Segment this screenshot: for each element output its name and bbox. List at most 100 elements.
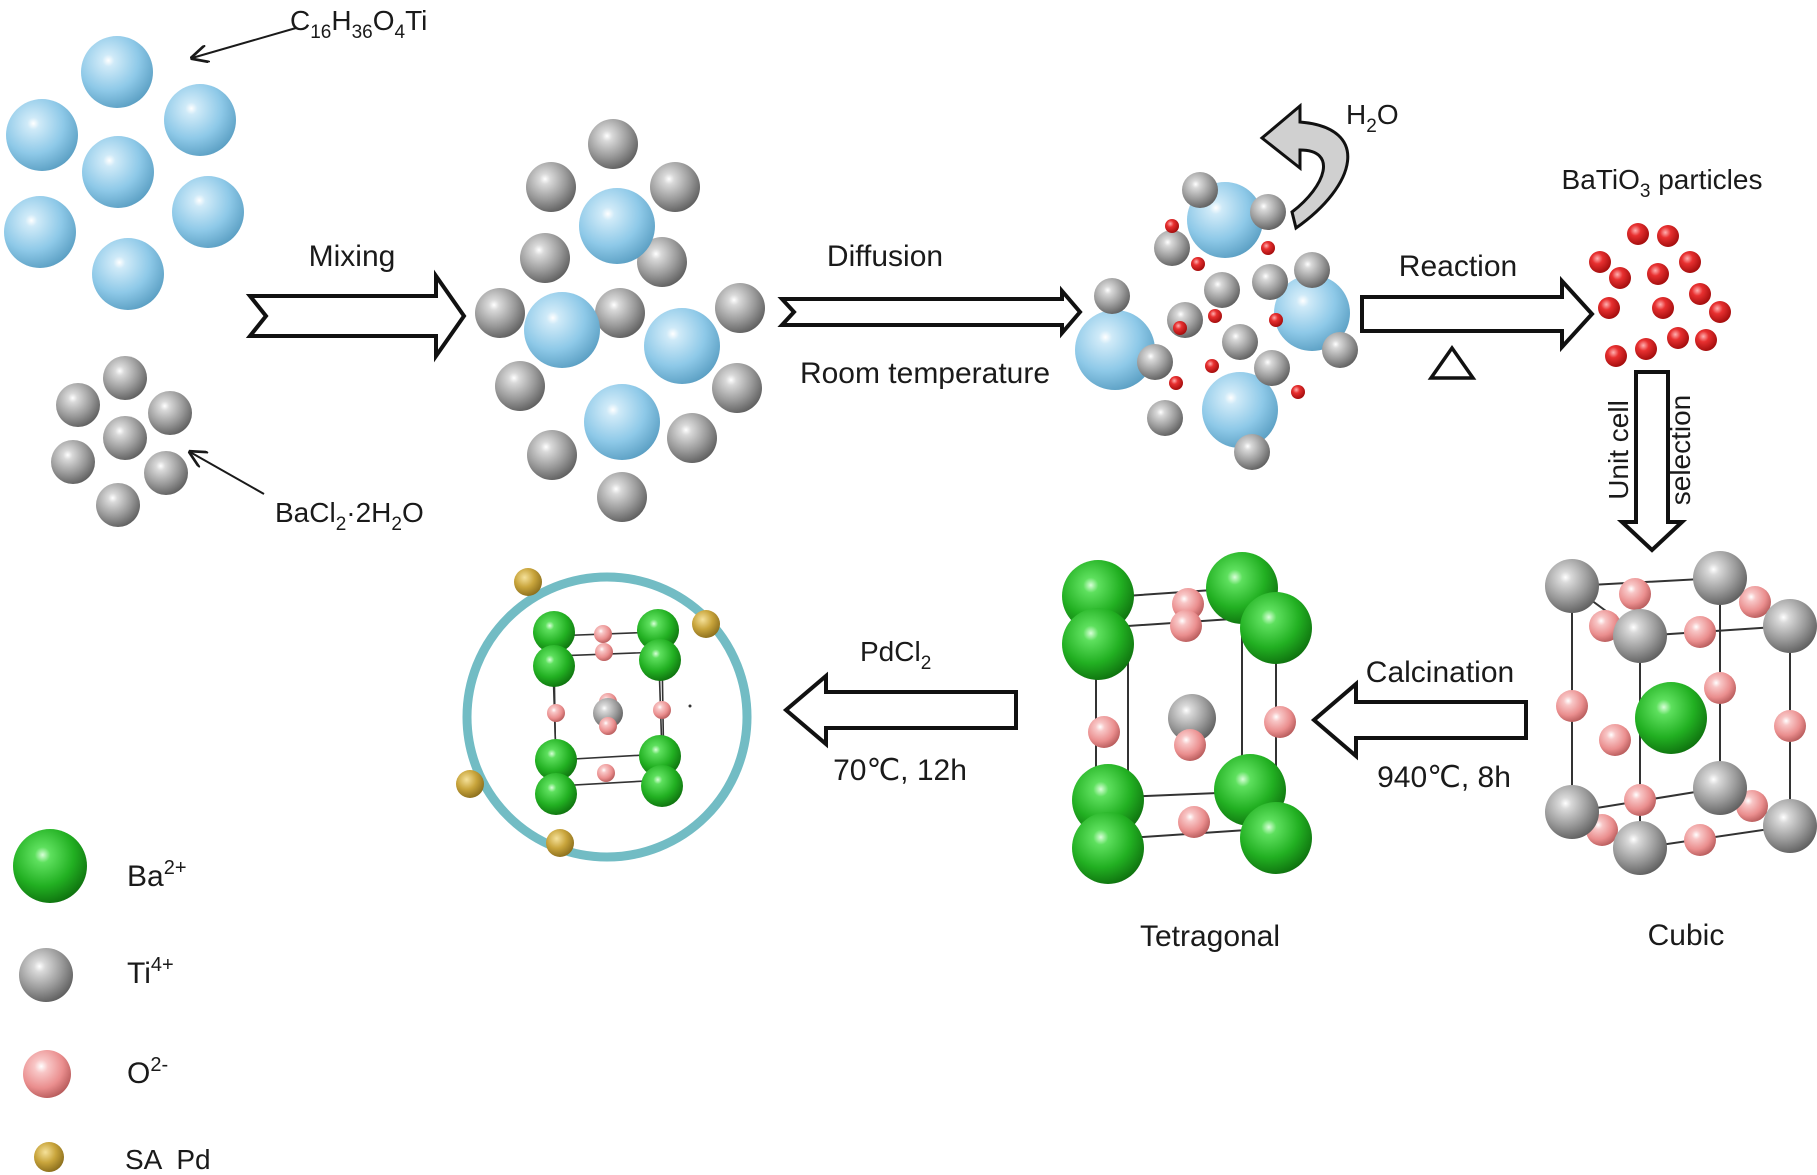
pointer-arrow [190,452,265,495]
precursor-sphere [164,84,236,156]
ti-sphere [650,162,700,212]
ba-sphere [1240,592,1312,664]
precursor-sphere [81,36,153,108]
ti-sphere [1137,344,1173,380]
ti-sphere [667,413,717,463]
precursor-sphere [524,292,600,368]
reaction-arrow [1360,275,1595,353]
ti-sphere [1254,350,1290,386]
mixed-cluster [475,119,765,522]
o-sphere [594,625,612,643]
legend-item-o: O2- [23,1050,168,1098]
ba-sphere [1062,608,1134,680]
cubic-unit-cell [1545,551,1817,875]
ti-sphere [1250,194,1286,230]
legend-swatch-ba [13,829,87,903]
batio3-particle [1695,329,1717,351]
precursor-sphere [4,196,76,268]
ba-sphere [639,639,681,681]
pd-atom [514,568,542,596]
batio3-particle [1635,338,1657,360]
o-sphere [1684,824,1716,856]
heat-symbol [1427,344,1477,380]
o-sphere [1178,806,1210,838]
o-sphere [1599,724,1631,756]
batio3-particle [1598,297,1620,319]
o-sphere [1774,710,1806,742]
calcination-label: Calcination [1366,656,1514,689]
precursor-sphere [1202,372,1278,448]
o-sphere [1619,578,1651,610]
oxygen-particle [1269,313,1283,327]
legend-swatch-ti [19,948,73,1002]
batio3-particle [1709,301,1731,323]
ti-sphere [1763,799,1817,853]
ti-sphere [1168,694,1216,742]
batio3-particle [1609,267,1631,289]
oxygen-particle [1291,385,1305,399]
ti-sphere [637,237,687,287]
o-sphere [599,717,617,735]
ti-sphere [715,283,765,333]
o-sphere [597,764,615,782]
ti-sphere [520,233,570,283]
water-label: H2O [1346,99,1399,137]
ti-sphere [1154,230,1190,266]
batio3-particle [1689,283,1711,305]
ti-sphere [593,698,623,728]
precursor-sphere [148,391,192,435]
o-sphere [1170,610,1202,642]
precursor-sphere [172,176,244,248]
room-temperature-label: Room temperature [800,357,1050,390]
ba-sphere [1072,812,1144,884]
titanium-precursor-cluster [4,36,244,310]
precursor-sphere [51,440,95,484]
batio3-particle [1657,225,1679,247]
ti-sphere [1222,324,1258,360]
oxygen-particle [1173,321,1187,335]
precursor-sphere [579,188,655,264]
o-sphere [653,701,671,719]
ti-sphere [588,119,638,169]
ba-sphere [535,739,577,781]
legend-item-ti: Ti4+ [19,948,174,1002]
precursor-sphere [103,416,147,460]
tetragonal-label: Tetragonal [1140,920,1280,953]
precursor-sphere [1274,275,1350,351]
barium-precursor-cluster [51,356,192,527]
pdcl2-arrow [782,671,1018,749]
reaction-label: Reaction [1399,250,1517,283]
ti-sphere [1613,821,1667,875]
ba-sphere [533,645,575,687]
precursor-sphere [644,308,720,384]
ti-sphere [1294,252,1330,288]
legend-item-ba: Ba2+ [13,829,187,903]
ti-sphere [1763,599,1817,653]
legend-swatch-o [23,1050,71,1098]
ba-sphere [535,773,577,815]
batio3-particle [1605,345,1627,367]
diffusion-arrow [777,285,1083,339]
tetragonal-unit-cell [1062,552,1312,884]
pd-atom [692,610,720,638]
legend-label-pd: SA Pd [125,1144,211,1175]
batio3-particle [1647,263,1669,285]
precursor-sphere [56,383,100,427]
oxygen-particle [1169,376,1183,390]
precursor-sphere [82,136,154,208]
diffusion-label: Diffusion [827,240,943,273]
ti-sphere [1252,264,1288,300]
o-sphere [1264,706,1296,738]
pd-atom [546,829,574,857]
batio3-particles-label: BaTiO3 particles [1562,164,1763,202]
o-sphere [1088,716,1120,748]
batio3-particle-cluster [1589,223,1731,367]
ti-sphere [1147,400,1183,436]
precursor-ti-label: C16H36O4Ti [290,5,427,43]
precursor-sphere [96,483,140,527]
unit-cell-label: Unit cell [1603,400,1634,500]
ti-sphere [1182,172,1218,208]
reacting-cluster [1075,172,1358,470]
legend-swatch-pd [34,1142,64,1172]
